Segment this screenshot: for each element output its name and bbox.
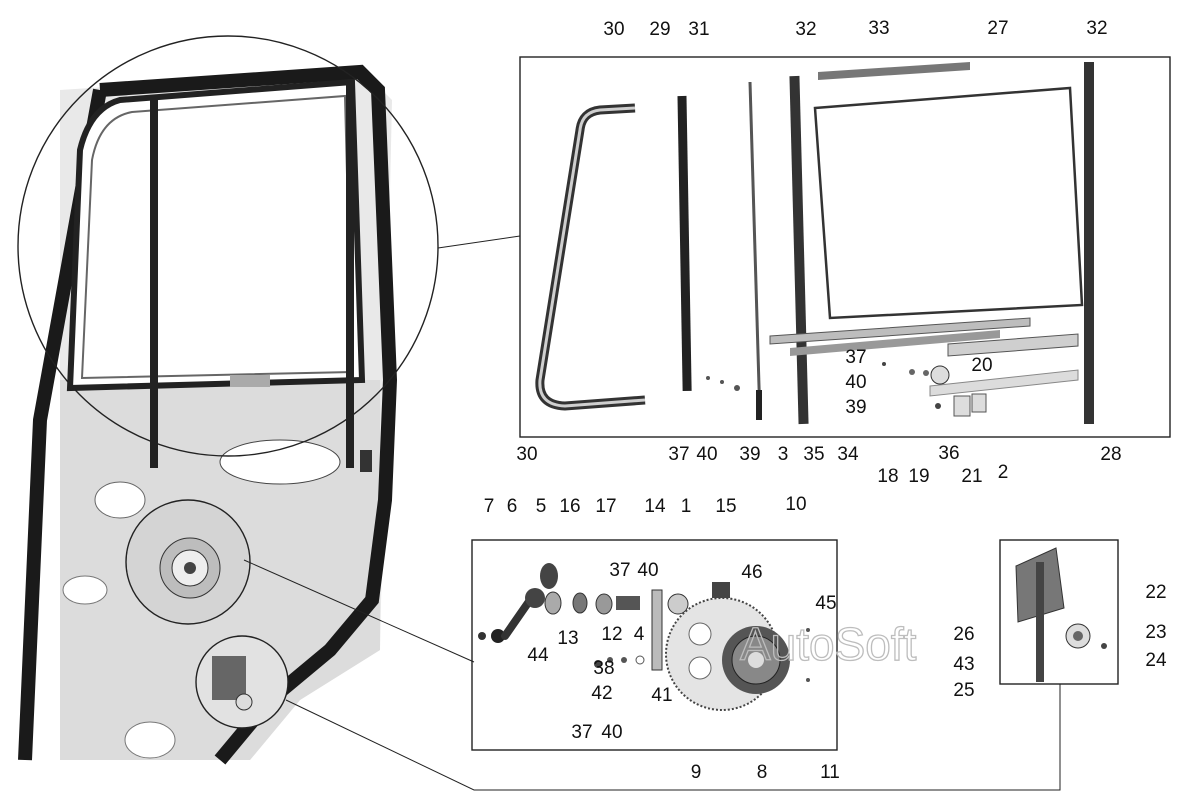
callout-number: 45	[815, 593, 836, 614]
callout-number: 6	[507, 496, 518, 517]
callout-number: 38	[593, 658, 614, 679]
callout-number: 43	[953, 654, 974, 675]
callout-number: 12	[601, 624, 622, 645]
callout-number: 37	[609, 560, 630, 581]
callout-number: 22	[1145, 582, 1166, 603]
watermark: AutoSoft	[740, 618, 917, 670]
callout-number: 36	[938, 443, 959, 464]
callout-number: 40	[637, 560, 658, 581]
callout-number: 40	[601, 722, 622, 743]
callout-number: 24	[1145, 650, 1167, 671]
callout-number: 44	[527, 645, 549, 666]
callout-number: 28	[1100, 444, 1121, 465]
callout-number: 5	[536, 496, 547, 517]
zoom-leader-upper	[437, 235, 521, 249]
callout-number: 1	[681, 496, 692, 517]
callout-number: 34	[837, 444, 859, 465]
hinge-frame	[999, 539, 1119, 685]
zoom-leader-middle	[243, 559, 475, 663]
zoom-leader-lower	[285, 684, 1061, 791]
callout-number: 37	[845, 347, 866, 368]
callout-number: 46	[741, 562, 762, 583]
callout-number: 9	[691, 762, 702, 783]
callout-number: 19	[908, 466, 929, 487]
callout-number: 40	[696, 444, 717, 465]
callout-number: 11	[820, 762, 840, 783]
callout-number: 2	[998, 462, 1009, 483]
callout-number: 14	[644, 496, 666, 517]
callout-number: 18	[877, 466, 898, 487]
upper-frame	[519, 56, 1171, 438]
callout-number: 21	[961, 466, 982, 487]
callout-number: 32	[795, 19, 816, 40]
callout-number: 35	[803, 444, 824, 465]
callout-number: 41	[651, 685, 672, 706]
callout-number: 25	[953, 680, 974, 701]
hinge-parts	[1015, 547, 1107, 682]
callout-number: 20	[971, 355, 992, 376]
callout-number: 39	[845, 397, 866, 418]
callout-number: 33	[868, 18, 889, 39]
regulator-parts	[478, 563, 810, 711]
door-illustration	[17, 35, 439, 765]
callout-number: 16	[559, 496, 580, 517]
regulator-frame	[471, 539, 838, 751]
callout-number: 7	[484, 496, 495, 517]
callout-number: 37	[668, 444, 689, 465]
callout-number: 4	[634, 624, 645, 645]
callout-number: 10	[785, 494, 806, 515]
callout-number: 40	[845, 372, 866, 393]
callout-number: 13	[557, 628, 578, 649]
upper-parts	[535, 62, 1094, 425]
callout-number: 42	[591, 683, 612, 704]
callout-number: 32	[1086, 18, 1107, 39]
callout-number: 27	[987, 18, 1008, 39]
callout-number: 30	[603, 19, 624, 40]
callout-number: 39	[739, 444, 760, 465]
callout-number: 30	[516, 444, 537, 465]
callout-number: 26	[953, 624, 974, 645]
callout-number: 23	[1145, 622, 1166, 643]
callout-number: 3	[778, 444, 789, 465]
callout-number: 31	[688, 19, 709, 40]
callout-number: 29	[649, 19, 670, 40]
callout-number: 8	[757, 762, 768, 783]
callout-number: 17	[595, 496, 616, 517]
callout-number: 15	[715, 496, 736, 517]
callout-number: 37	[571, 722, 592, 743]
